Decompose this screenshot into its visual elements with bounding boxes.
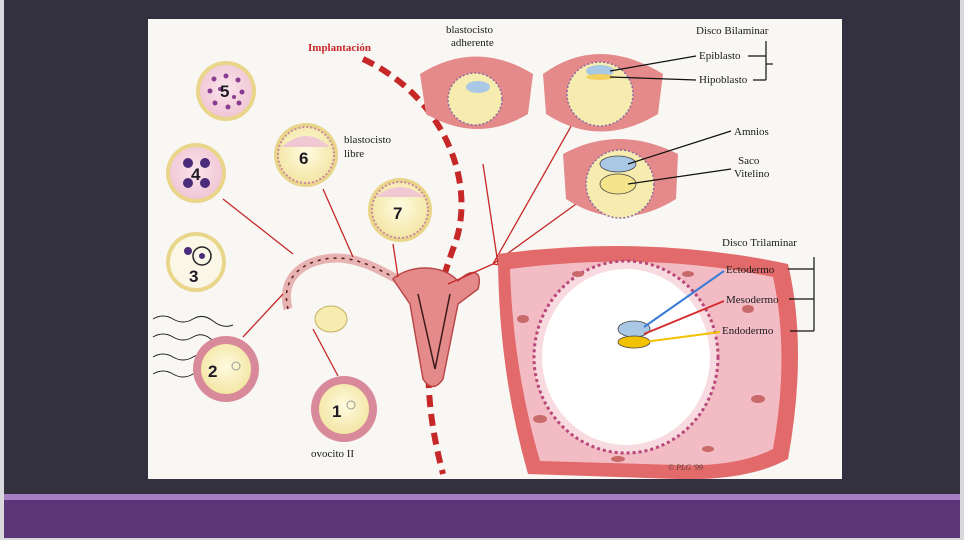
- progression-arrows: [222, 113, 584, 377]
- epiblast-label: Epiblasto: [699, 50, 741, 62]
- bilaminar-embryo: [543, 54, 663, 132]
- endoderm-label: Endodermo: [722, 325, 774, 337]
- trilaminar-embryo: [498, 246, 798, 479]
- amnion-label: Amnios: [734, 126, 769, 138]
- stage-5-cell: 5: [196, 61, 256, 121]
- yolk-sac-label-1: Saco: [738, 155, 760, 167]
- stage-7-cell: 7: [368, 178, 432, 242]
- ectoderm-label: Ectodermo: [726, 264, 775, 276]
- stage-4-cell: 4: [166, 143, 226, 203]
- amnion-yolk-embryo: [563, 139, 678, 219]
- stage-6-number: 6: [299, 149, 308, 168]
- amnion-leaders: [627, 130, 732, 185]
- free-blastocyst-label-1: blastocisto: [344, 134, 392, 146]
- mesoderm-label: Mesodermo: [726, 294, 779, 306]
- figure-canvas: 5 4 3 6 blastocisto libre 7: [152, 24, 815, 479]
- adherent-label-2: adherente: [451, 37, 494, 49]
- trilaminar-bracket: [788, 257, 815, 332]
- adherent-label-1: blastocisto: [446, 24, 494, 36]
- trilaminar-title: Disco Trilaminar: [722, 237, 797, 249]
- accent-line: [4, 494, 960, 500]
- hypoblast-label: Hipoblasto: [699, 74, 748, 86]
- stage-1-cell: 1: [311, 376, 377, 442]
- embryo-implantation-figure: 5 4 3 6 blastocisto libre 7: [148, 19, 842, 479]
- adherent-blastocyst: [420, 56, 533, 129]
- stage-7-number: 7: [393, 204, 402, 223]
- implantation-label: Implantación: [308, 42, 371, 54]
- uterus-and-tube: [281, 253, 480, 388]
- stage-5-number: 5: [220, 82, 229, 101]
- bilaminar-title: Disco Bilaminar: [696, 25, 769, 37]
- stage-2-cell: 2: [152, 315, 259, 402]
- yolk-sac-label-2: Vitelino: [734, 168, 770, 180]
- stage-4-number: 4: [191, 165, 201, 184]
- stage-6-cell: 6: [274, 123, 338, 187]
- credit-text: © PLG '99: [668, 463, 703, 472]
- stage-3-cell: 3: [166, 232, 226, 292]
- stage-2-number: 2: [208, 362, 217, 381]
- trilaminar-leaders: [643, 270, 725, 343]
- free-blastocyst-label-2: libre: [344, 148, 364, 160]
- oocyte-label: ovocito II: [311, 448, 354, 460]
- bilaminar-leaders: [609, 41, 773, 81]
- stage-1-number: 1: [332, 402, 341, 421]
- stage-3-number: 3: [189, 267, 198, 286]
- footer-bar: [4, 500, 960, 538]
